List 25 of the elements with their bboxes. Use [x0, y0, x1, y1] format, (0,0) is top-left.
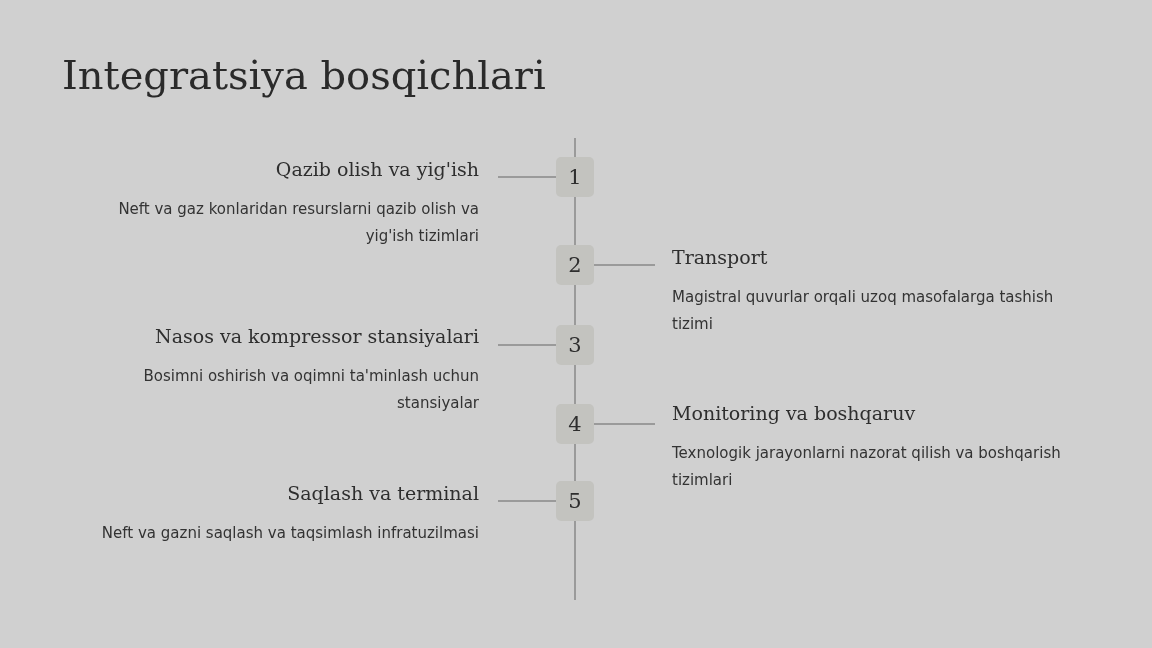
- connector-line: [593, 423, 656, 425]
- step-number: 4: [556, 404, 594, 444]
- connector-line: [497, 344, 557, 346]
- step-description: Bosimni oshirish va oqimni ta'minlash uchun stansiyalar: [142, 366, 479, 414]
- connector-line: [497, 500, 557, 502]
- connector-line: [593, 264, 656, 266]
- step-description: Neft va gaz konlaridan resurslarni qazib olish va yig'ish tizimlari: [117, 199, 479, 247]
- step-number: 2: [556, 245, 594, 285]
- step-number: 1: [556, 157, 594, 197]
- step-heading: Nasos va kompressor stansiyalari: [155, 324, 479, 349]
- connector-line: [574, 364, 576, 405]
- step-description: Magistral quvurlar orqali uzoq masofalarga tashish tizimi: [672, 287, 1055, 335]
- connector-line: [497, 176, 557, 178]
- step-heading: Qazib olish va yig'ish: [275, 157, 479, 182]
- step-description: Neft va gazni saqlash va taqsimlash infratuzilmasi: [101, 523, 479, 544]
- step-number: 5: [556, 481, 594, 521]
- step-heading: Monitoring va boshqaruv: [672, 401, 916, 426]
- connector-line: [574, 284, 576, 326]
- connector-line: [574, 196, 576, 246]
- step-number: 3: [556, 325, 594, 365]
- step-heading: Saqlash va terminal: [287, 481, 479, 506]
- step-heading: Transport: [672, 245, 768, 270]
- step-description: Texnologik jarayonlarni nazorat qilish va boshqarish tizimlari: [672, 443, 1062, 491]
- slide-title: Integratsiya bosqichlari: [62, 52, 546, 98]
- connector-line: [574, 443, 576, 482]
